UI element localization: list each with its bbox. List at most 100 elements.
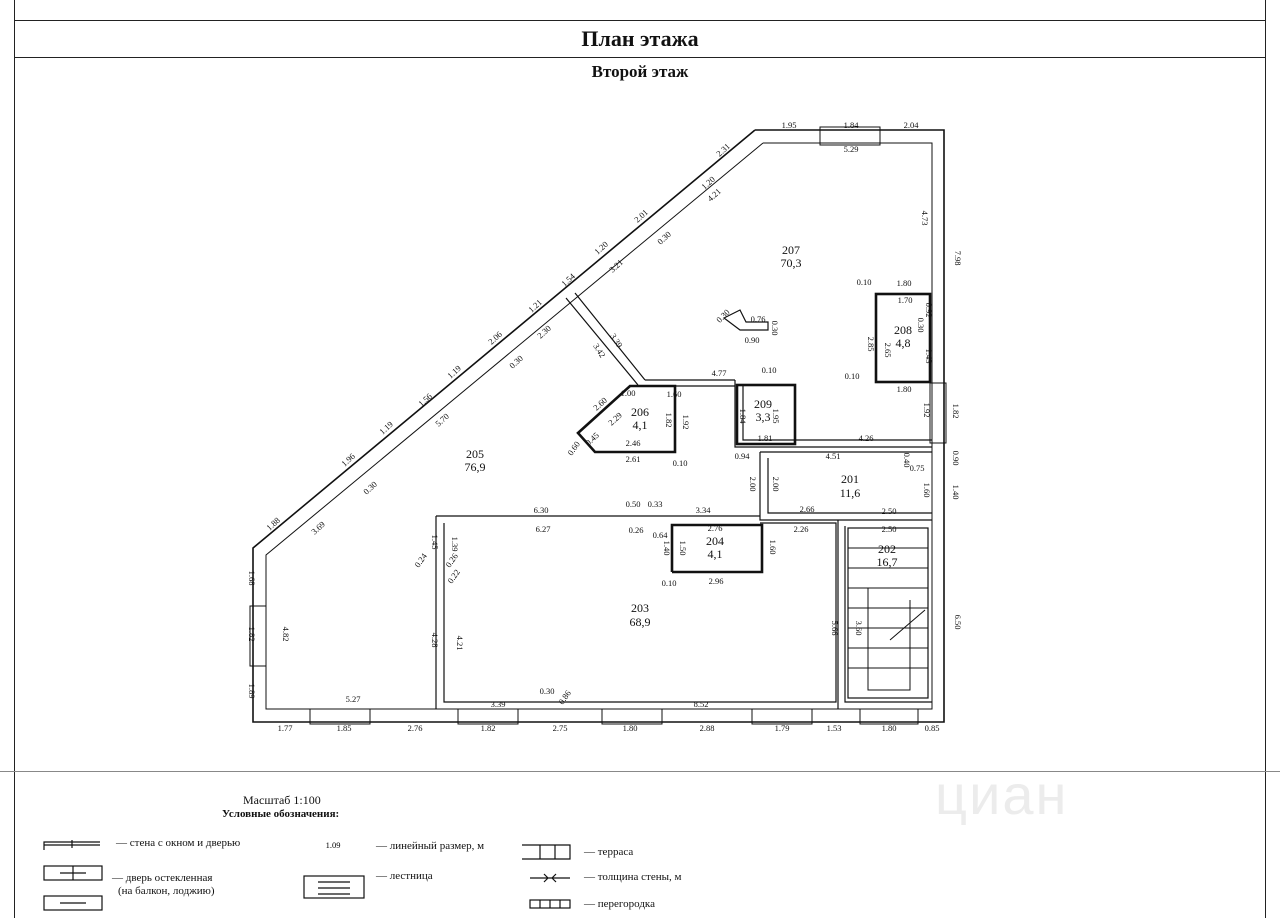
outer-wall-inner	[265, 142, 933, 710]
dimension-label: 2.50	[882, 524, 897, 534]
dimension-label: 0.90	[951, 451, 961, 466]
dimension-label: 1.82	[951, 404, 961, 419]
dimension-label: 0.10	[857, 277, 872, 287]
dimension-label: 2.31	[714, 141, 732, 158]
dimension-label: 1.60	[768, 540, 778, 555]
dimension-label: 0.92	[924, 303, 934, 318]
dimension-label: 0.86	[556, 688, 573, 706]
staircase[interactable]	[847, 527, 929, 699]
dimension-label: 1.96	[339, 451, 357, 468]
dimension-label: 1.53	[827, 723, 842, 733]
dimension-label: 1.21	[526, 297, 544, 314]
dimension-label: 1.84	[738, 409, 748, 425]
dimension-label: 1.82	[247, 627, 257, 642]
room-206-walls	[576, 384, 677, 454]
dimension-label: 0.40	[902, 453, 912, 468]
dimension-label: 1.68	[247, 571, 257, 586]
legend-item-wall-window: — стена с окном и дверью	[116, 837, 241, 849]
dimension-label: 1.95	[771, 409, 781, 424]
dimension-label: 0.10	[673, 458, 688, 468]
dimension-label: 5.66	[830, 621, 840, 636]
dimension-label: 0.24	[412, 551, 429, 570]
legend-symbols	[43, 840, 571, 911]
dimension-label: 2.00	[771, 477, 781, 492]
dimension-label: 1.39	[450, 537, 460, 552]
legend-item-stairs: — лестница	[376, 870, 433, 882]
dimension-label: 3.42	[591, 341, 607, 359]
dimension-label: 2.01	[632, 207, 650, 224]
room-208-walls	[874, 292, 932, 384]
room-204-walls	[670, 523, 764, 574]
room-area: 76,9	[465, 460, 486, 474]
dimension-label: 2.26	[794, 524, 809, 534]
dimension-label: 1.70	[898, 295, 913, 305]
dimension-label: 0.30	[361, 479, 379, 496]
dimension-label: 0.22	[445, 567, 462, 585]
dimension-label: 1.45	[430, 535, 440, 550]
legend-item-wall-thickness: — толщина стены, м	[584, 871, 682, 883]
dimension-label: 1.40	[662, 541, 672, 556]
scale-label: Масштаб 1:100	[243, 793, 321, 807]
dimension-label: 0.85	[925, 723, 940, 733]
dimension-label: 2.96	[709, 576, 724, 586]
partition-203	[435, 515, 837, 709]
legend-item-terrace: — терраса	[584, 846, 634, 858]
dimension-label: 3.39	[491, 699, 506, 709]
dimension-label: 2.00	[748, 477, 758, 492]
room-area: 11,6	[840, 486, 861, 500]
dimension-label: 4.51	[826, 451, 841, 461]
dimension-label: 4.21	[455, 636, 465, 651]
dimension-label: 2.65	[883, 343, 893, 358]
dimension-label: 1.82	[664, 413, 674, 428]
room-area: 4,8	[896, 336, 911, 350]
partition-205-207	[565, 292, 646, 386]
dimension-label: 6.30	[534, 505, 549, 515]
dimension-label: 4.26	[859, 433, 874, 443]
legend-title: Условные обозначения:	[222, 808, 340, 820]
dimension-label: 1.80	[897, 278, 912, 288]
dimension-label: 1.00	[621, 388, 636, 398]
dimension-label: 3.60	[854, 621, 864, 636]
dimension-label: 0.94	[735, 451, 751, 461]
room-number: 206	[631, 405, 649, 419]
room-number: 204	[706, 534, 724, 548]
dimension-label: 1.85	[337, 723, 352, 733]
dimension-label: 1.82	[481, 723, 496, 733]
partition-corridor	[638, 379, 932, 448]
room-number: 203	[631, 601, 649, 615]
dimension-label: 1.54	[559, 271, 577, 289]
dimension-label: 6.50	[953, 615, 963, 630]
dimension-label: 0.26	[443, 551, 460, 569]
dimension-label: 0.26	[629, 525, 644, 535]
dimension-label: 4.82	[281, 627, 291, 642]
page-title: План этажа	[14, 20, 1266, 58]
room-area: 68,9	[630, 615, 651, 629]
column-207	[722, 309, 769, 331]
dimension-label: 4.77	[712, 368, 727, 378]
dimension-label: 6.27	[536, 524, 551, 534]
dimension-label: 1.81	[758, 433, 773, 443]
dimension-label: 1.80	[897, 384, 912, 394]
partition-201	[759, 451, 932, 521]
dimension-label: 0.33	[648, 499, 663, 509]
dimension-label: 1.84	[844, 120, 860, 130]
room-area: 4,1	[708, 547, 723, 561]
dimension-label: 0.60	[565, 439, 582, 457]
dimension-label: 2.50	[882, 506, 897, 516]
dimension-label: 2.66	[800, 504, 815, 514]
dimension-label: 0.45	[583, 430, 601, 447]
dimension-label: 1.80	[882, 723, 897, 733]
dimension-label: 0.10	[845, 371, 860, 381]
room-area: 4,1	[633, 418, 648, 432]
dimension-label: 1.50	[678, 541, 688, 556]
room-number: 202	[878, 542, 896, 556]
windows	[249, 126, 947, 725]
dimension-label: 1.92	[922, 403, 932, 418]
legend-item-glazed-door-note: (на балкон, лоджию)	[118, 885, 215, 897]
dimension-label: 4.28	[430, 633, 440, 648]
dimension-label: 0.30	[507, 353, 525, 370]
dimension-label: 0.76	[751, 314, 766, 324]
dimension-label: 3.39	[608, 331, 624, 349]
legend-item-glazed-door: — дверь остекленная	[112, 872, 213, 884]
